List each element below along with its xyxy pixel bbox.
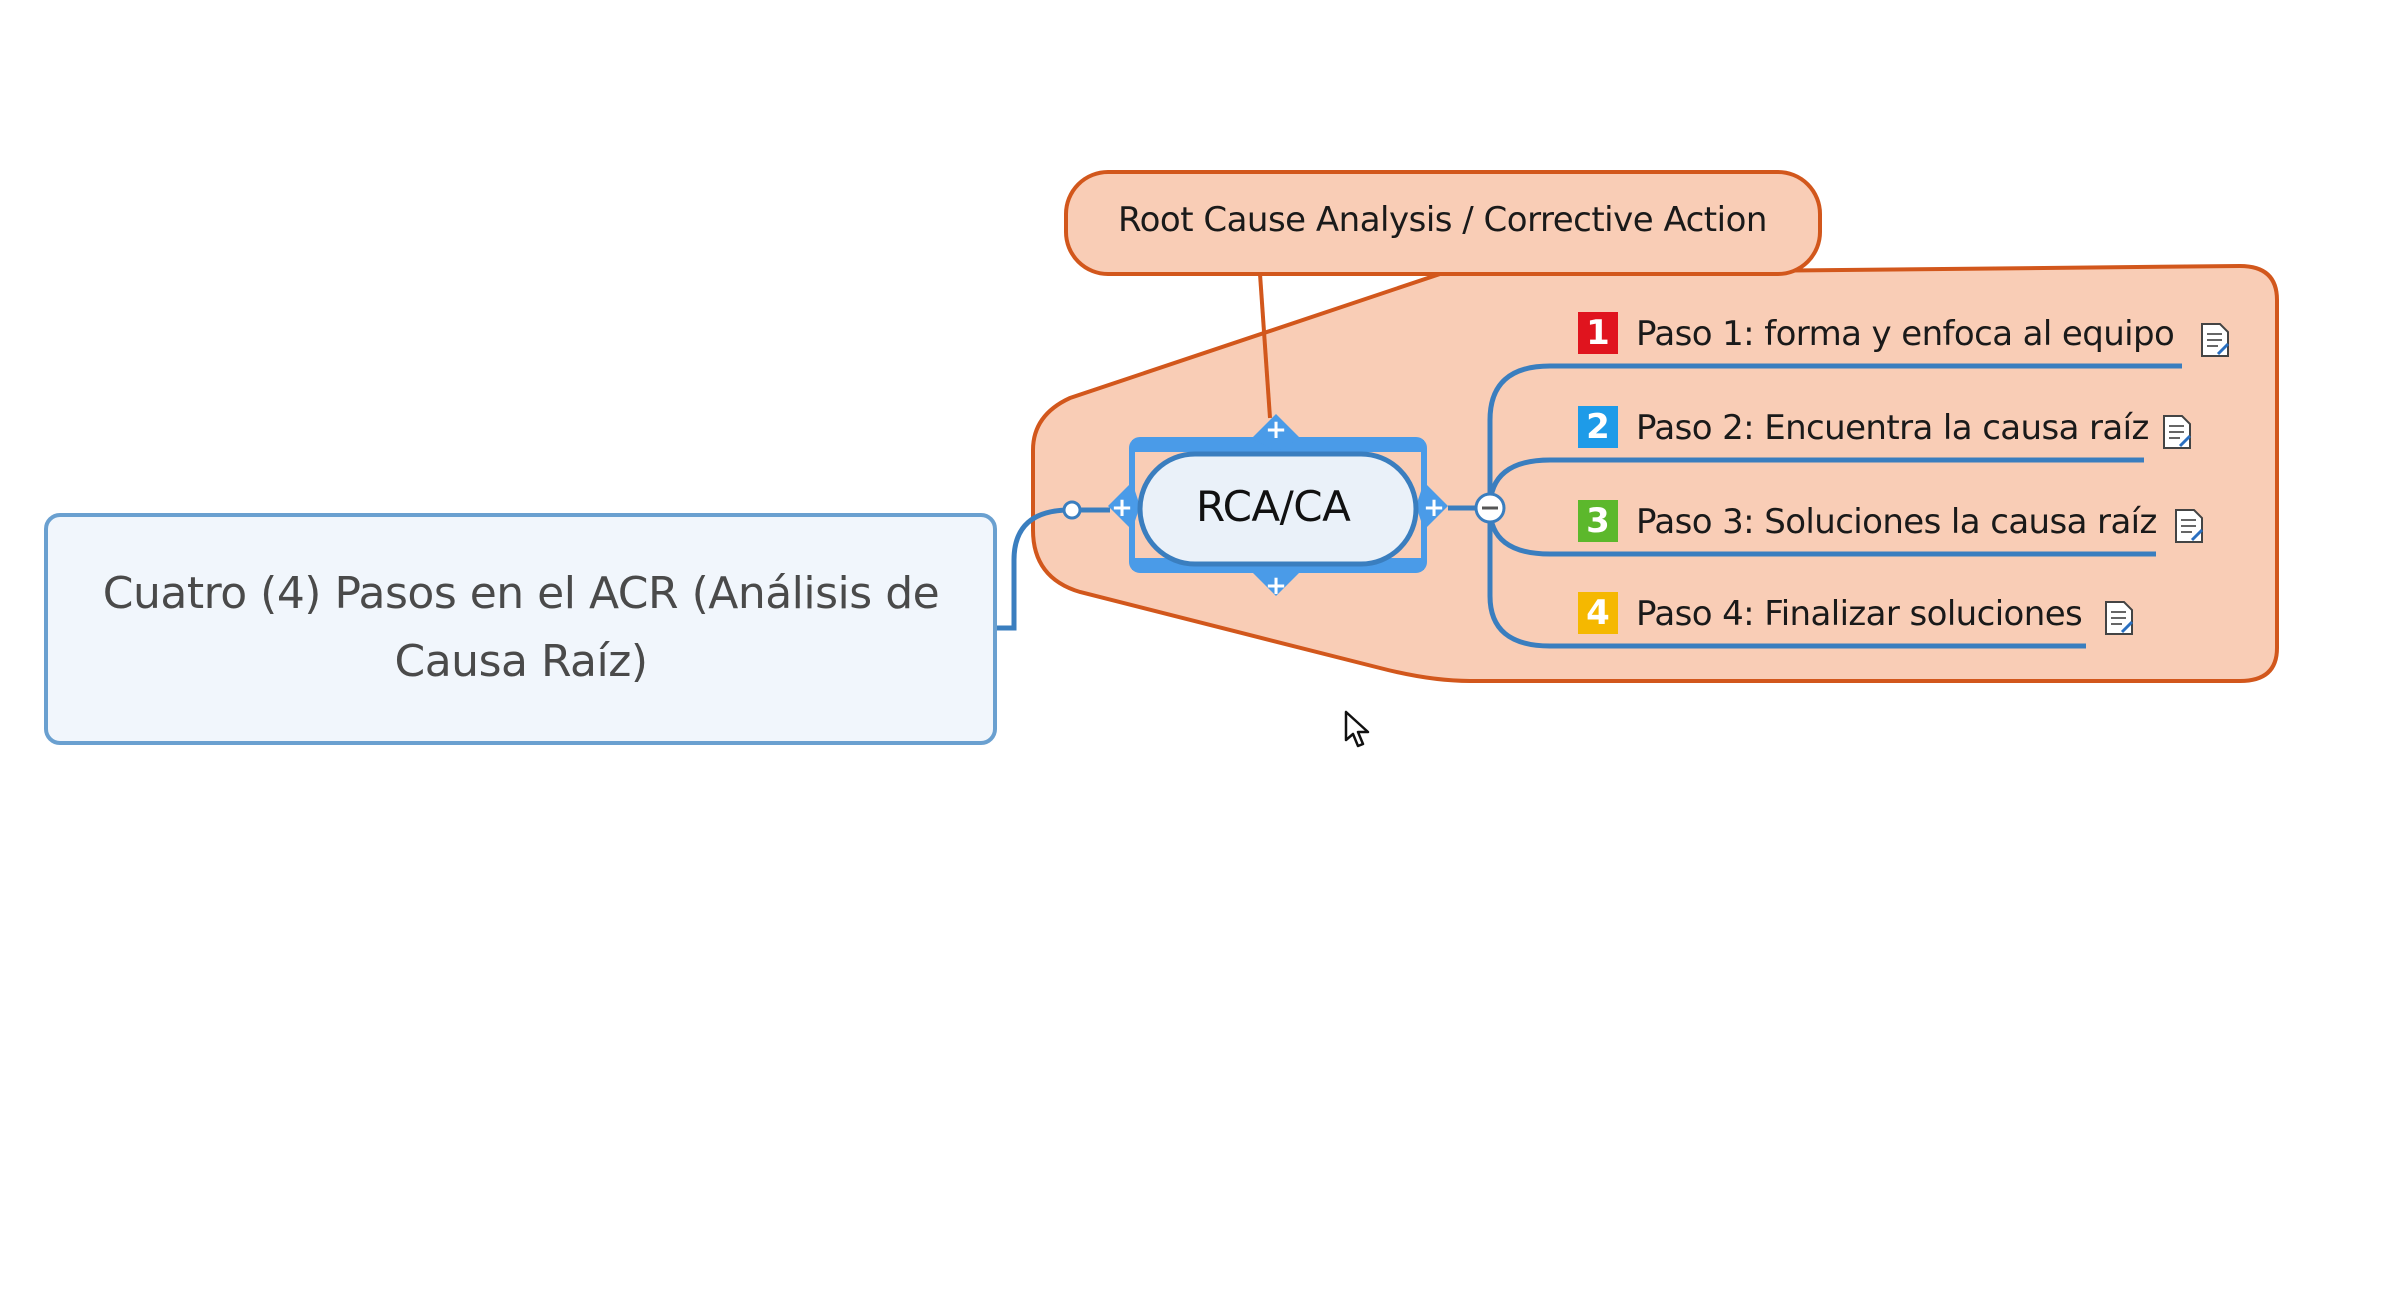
add-topic-left-handle[interactable] xyxy=(1108,482,1140,530)
callout-bubble[interactable] xyxy=(1064,170,1822,276)
step-label: Paso 1: forma y enfoca al equipo xyxy=(1636,314,2175,354)
callout-label: Root Cause Analysis / Corrective Action xyxy=(1118,200,1767,240)
note-icon[interactable] xyxy=(2104,600,2134,636)
step-label: Paso 4: Finalizar soluciones xyxy=(1636,594,2083,634)
svg-text:+: + xyxy=(1265,415,1287,445)
add-topic-right-handle[interactable] xyxy=(1416,482,1448,530)
priority-4-icon: 4 xyxy=(1578,592,1618,634)
note-icon[interactable] xyxy=(2174,508,2204,544)
main-topic-label: Cuatro (4) Pasos en el ACR (Análisis de … xyxy=(102,568,940,687)
step-label: Paso 2: Encuentra la causa raíz xyxy=(1636,408,2149,448)
svg-text:+: + xyxy=(1265,571,1287,601)
central-topic-box[interactable] xyxy=(1137,451,1419,567)
add-topic-bottom-handle[interactable] xyxy=(1252,572,1300,596)
svg-text:+: + xyxy=(1423,493,1445,523)
central-topic-label: RCA/CA xyxy=(1196,482,1351,531)
collapse-button[interactable] xyxy=(1474,492,1506,524)
callout-connector xyxy=(1258,273,1272,419)
svg-text:+: + xyxy=(1111,493,1133,523)
connector-endpoint[interactable] xyxy=(1062,500,1082,520)
boundary-shape[interactable] xyxy=(1031,263,2279,683)
add-topic-top-handle[interactable] xyxy=(1252,414,1300,438)
main-topic-box[interactable] xyxy=(44,513,997,745)
priority-2-icon: 2 xyxy=(1578,406,1618,448)
note-icon[interactable] xyxy=(2162,414,2192,450)
priority-1-icon: 1 xyxy=(1578,312,1618,354)
step-label: Paso 3: Soluciones la causa raíz xyxy=(1636,502,2157,542)
mouse-cursor-icon xyxy=(1344,710,1370,748)
note-icon[interactable] xyxy=(2200,322,2230,358)
priority-3-icon: 3 xyxy=(1578,500,1618,542)
